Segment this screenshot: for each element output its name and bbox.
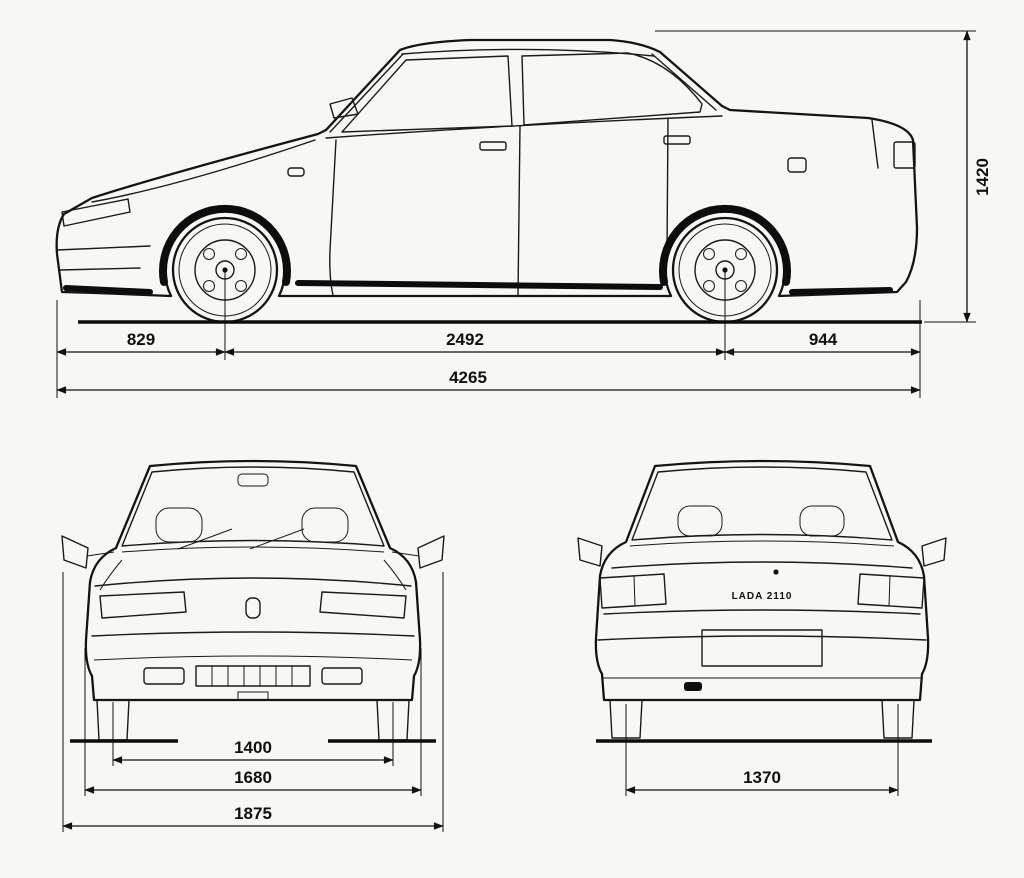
dim-mirror-width-label: 1875 [234,804,272,823]
front-mirror-right-stalk [391,551,420,557]
rear-dimensions: 1370 [625,704,899,796]
seat-right [301,507,349,543]
hood-crease-right [383,559,407,591]
headlight-right [319,591,407,619]
rear-glass-line [651,53,717,111]
rear-bumper-top-line [597,635,927,641]
front-fender-arch [159,204,291,286]
front-intake [195,665,311,687]
front-body-outline [84,459,422,702]
seat-left [155,507,203,543]
rear-wheel [671,216,779,324]
bumper-crease [56,245,151,251]
trunk-cut-line [871,119,879,169]
fog-lamp-right [321,667,363,685]
front-side-window [341,55,513,133]
dim-rear-track-label: 1370 [743,768,781,787]
trunk-lock-dot [773,569,779,575]
trunk-bottom-line [603,609,921,615]
door-split-line [517,125,521,297]
hood-line [94,577,412,587]
dim-height-label: 1420 [973,158,992,196]
dim-front-track-label: 1400 [234,738,272,757]
front-dimensions: 1400 1680 1875 [62,572,444,832]
rear-badge-text: LADA 2110 [732,591,793,602]
exhaust-detail [684,682,702,691]
front-badge-slot [245,597,261,619]
dim-total-length-label: 4265 [449,368,487,387]
tail-lamp-side [893,141,916,169]
rear-view: LADA 2110 [577,459,947,743]
license-plate [701,629,823,667]
fog-lamp-left [143,667,185,685]
front-windshield [121,466,385,547]
side-mirror [329,97,359,119]
tail-light-right [857,573,925,609]
side-dimensions: 829 2492 944 4265 1420 [56,30,992,398]
rear-lower-shadow [789,287,893,295]
front-mirror-right [417,535,445,569]
front-mirror-left-stalk [86,551,115,557]
hood-crease-left [99,559,123,591]
interior-mirror [237,473,269,487]
rear-side-window [521,52,703,126]
trunk-top-line [629,540,895,547]
rear-headrest-right [799,505,845,537]
rear-mirror-right [921,537,947,567]
tow-cover [237,691,269,701]
tail-light-right-divider [888,574,891,607]
front-view [61,459,445,743]
rear-wheel-right [881,699,915,739]
a-pillar-line [329,53,404,133]
front-door-handle [479,141,507,151]
rear-wheel-left [609,699,643,739]
intake-slats [211,666,293,686]
side-indicator [287,167,305,177]
hood-inner-line [91,139,316,203]
wiper-left [177,528,233,550]
side-view [55,38,922,324]
rear-mirror-left [577,537,603,567]
rear-headrest-left [677,505,723,537]
front-cowl-line [121,546,385,553]
rear-body-outline [594,459,930,702]
rear-door-line [666,117,669,253]
fuel-door [787,157,807,173]
tail-light-left-divider [633,574,636,607]
bumper-mid-line [93,655,413,661]
headlight-side [61,198,131,227]
front-door-line [329,139,337,296]
bumper-lower-crease [59,267,141,271]
dim-body-width-label: 1680 [234,768,272,787]
dim-front-overhang-label: 829 [127,330,155,349]
wiper-right [249,528,305,550]
dim-wheelbase-label: 2492 [446,330,484,349]
rear-fender-arch [659,204,791,286]
rear-window [631,466,893,541]
bumper-top-line [91,631,415,637]
dim-rear-overhang-label: 944 [809,330,838,349]
sill-shadow [295,280,663,290]
tail-light-left [599,573,667,609]
front-mirror-left [61,535,89,569]
trunk-edge-line [611,561,913,569]
rear-door-handle [663,135,691,145]
front-lower-shadow [63,285,153,295]
headlight-left [99,591,187,619]
